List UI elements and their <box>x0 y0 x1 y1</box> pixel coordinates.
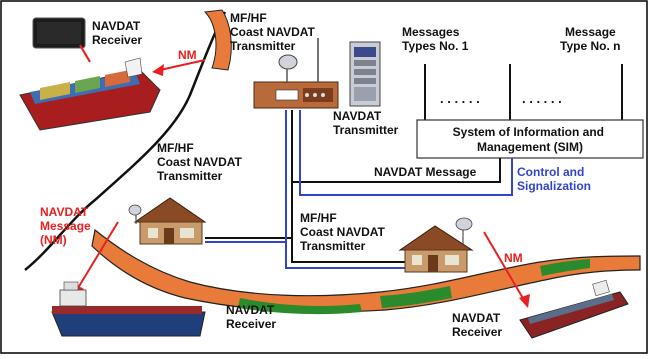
left-station-house-icon <box>128 197 207 245</box>
control-label: Control and Signalization <box>517 165 591 193</box>
mid-station-house-icon <box>398 217 474 273</box>
receiver-bl-label: NAVDAT Receiver <box>226 303 278 331</box>
coast-mid-label: MF/HF Coast NAVDAT Transmitter <box>300 211 388 253</box>
nm-top-arrow <box>159 59 206 71</box>
nm-right-arrowhead <box>519 294 530 308</box>
receiver-top-label: NAVDAT Receiver <box>92 19 144 47</box>
nm-right-label: NM <box>504 251 523 265</box>
dots-1: . . . . . . <box>440 91 480 106</box>
transmitter-cabinet-icon <box>349 41 381 107</box>
receiver-device-icon <box>32 17 91 63</box>
nm-top-arrowhead <box>152 64 164 76</box>
sim-box <box>416 119 644 159</box>
coast-top-label: MF/HF Coast NAVDAT Transmitter <box>230 11 318 53</box>
line-to-left-station-black <box>205 182 293 239</box>
nm-message-label: NAVDAT Message (NM) <box>40 205 94 247</box>
bottom-left-ship-icon <box>51 281 206 337</box>
navdat-message-bg <box>370 162 498 180</box>
control-line <box>299 110 513 196</box>
line-to-mid-station-blue <box>285 242 405 269</box>
nm-top-label: NM <box>178 48 197 62</box>
coastline <box>24 11 227 271</box>
shoreline-band <box>91 9 641 315</box>
dots-2: . . . . . . <box>522 91 562 106</box>
bottom-right-ship-icon <box>519 279 629 339</box>
navdat-transmitter-label: NAVDAT Transmitter <box>333 109 399 137</box>
container-ship-icon <box>19 57 161 131</box>
line-to-mid-station-black <box>291 238 405 263</box>
nm-right-arrow <box>483 231 525 301</box>
transmitter-console-icon <box>253 38 339 109</box>
sim-label: System of Information and Management (SI… <box>453 125 608 154</box>
nm-left-arrow <box>77 221 119 289</box>
message-type-n-label: Message Type No. n <box>560 25 620 53</box>
navdat-message-label: NAVDAT Message <box>374 165 477 179</box>
messages-types-1-label: Messages Types No. 1 <box>402 25 469 53</box>
navdat-message-line <box>291 110 501 183</box>
receiver-br-label: NAVDAT Receiver <box>452 311 504 339</box>
coast-left-label: MF/HF Coast NAVDAT Transmitter <box>157 141 245 183</box>
